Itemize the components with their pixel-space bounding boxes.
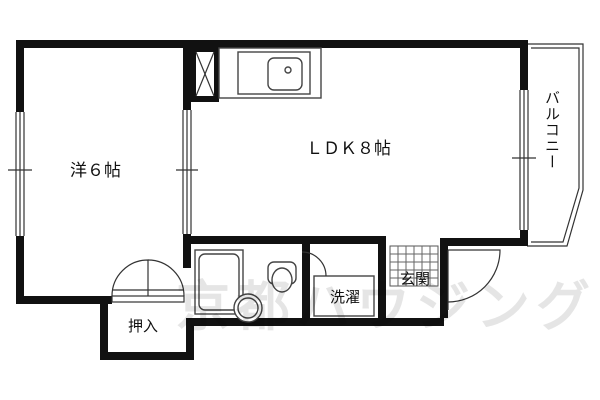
entrance-label: 玄関 xyxy=(400,270,431,288)
balcony-label: バルコニー xyxy=(543,90,561,170)
bathroom-door xyxy=(301,251,327,277)
closet-label: 押入 xyxy=(128,317,159,335)
toilet xyxy=(267,261,297,293)
washbasin xyxy=(233,293,263,323)
ldk-label: ＬＤＫ８帖 xyxy=(306,139,391,159)
sliding-door-room-ldk xyxy=(176,110,198,234)
entrance-tiles xyxy=(389,245,439,287)
window-east xyxy=(512,90,536,230)
closet-outline xyxy=(111,259,185,303)
kitchen-counter xyxy=(218,47,322,99)
western-room-label: 洋６帖 xyxy=(70,161,121,181)
washer-label: 洗濯 xyxy=(330,288,361,306)
balcony-outline xyxy=(527,43,584,247)
washer-space xyxy=(313,275,375,317)
storage-cabinet xyxy=(191,48,219,102)
window-west xyxy=(8,112,32,236)
watermark: 京都ハウジング xyxy=(176,275,596,338)
entrance-door xyxy=(447,249,501,310)
